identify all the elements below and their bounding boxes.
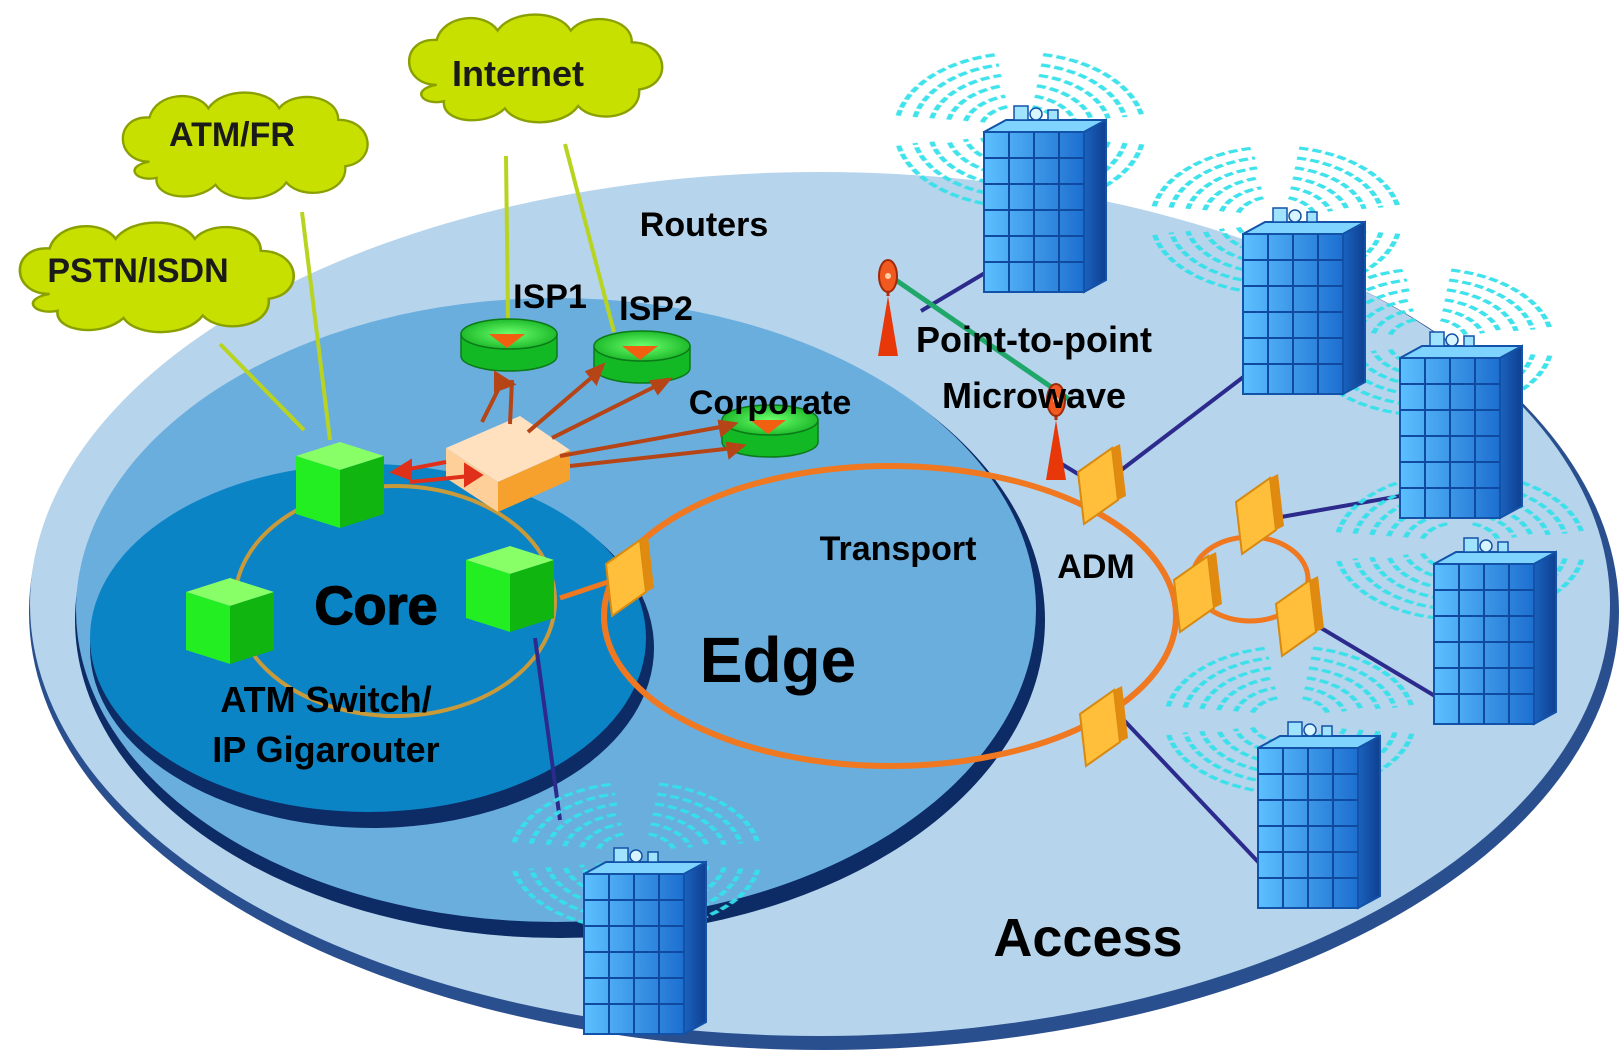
pstn-isdn-cloud: PSTN/ISDN <box>18 221 296 334</box>
atm-fr-label: ATM/FR <box>169 116 295 154</box>
isp2-label: ISP2 <box>619 290 693 328</box>
ip-gigarouter-label: IP Gigarouter <box>212 729 439 770</box>
router-icon-corporate <box>721 404 819 458</box>
building-icon <box>1242 207 1366 395</box>
adm-label: ADM <box>1057 548 1134 586</box>
point-to-point-label: Point-to-point <box>916 319 1152 360</box>
router-icon-isp1 <box>460 318 558 372</box>
building-icon <box>983 105 1107 293</box>
building-icon <box>583 847 707 1035</box>
core-label: Core <box>314 576 437 636</box>
connection-arrows <box>480 362 747 468</box>
transport-label: Transport <box>820 530 977 568</box>
building-icon <box>1257 721 1381 909</box>
microwave-label: Microwave <box>942 375 1126 416</box>
pstn-isdn-label: PSTN/ISDN <box>47 252 228 290</box>
access-links <box>533 262 1452 868</box>
core-ring <box>90 464 654 828</box>
atm-fr-cloud: ATM/FR <box>121 91 369 200</box>
corporate-label: Corporate <box>689 384 851 422</box>
building-icon <box>1433 537 1557 725</box>
edge-label: Edge <box>700 624 856 696</box>
access-label: Access <box>993 908 1182 968</box>
antenna-icon <box>878 259 898 356</box>
atm-switch-label: ATM Switch/ <box>220 679 431 720</box>
cloud-links <box>218 143 616 441</box>
internet-label: Internet <box>452 53 584 94</box>
core-switch-icon <box>186 578 274 664</box>
internet-cloud: Internet <box>407 13 664 124</box>
core-switch-icon <box>466 546 554 632</box>
transport-ring <box>601 463 1179 769</box>
building-icon <box>1399 331 1523 519</box>
routers-label: Routers <box>640 206 768 244</box>
router-icon-isp2 <box>593 330 691 384</box>
core-switch-icon <box>296 442 384 528</box>
core-edge-arrows <box>389 458 484 488</box>
isp1-label: ISP1 <box>513 278 587 316</box>
microwave-link <box>888 273 1072 403</box>
antenna-icon <box>1046 383 1066 480</box>
